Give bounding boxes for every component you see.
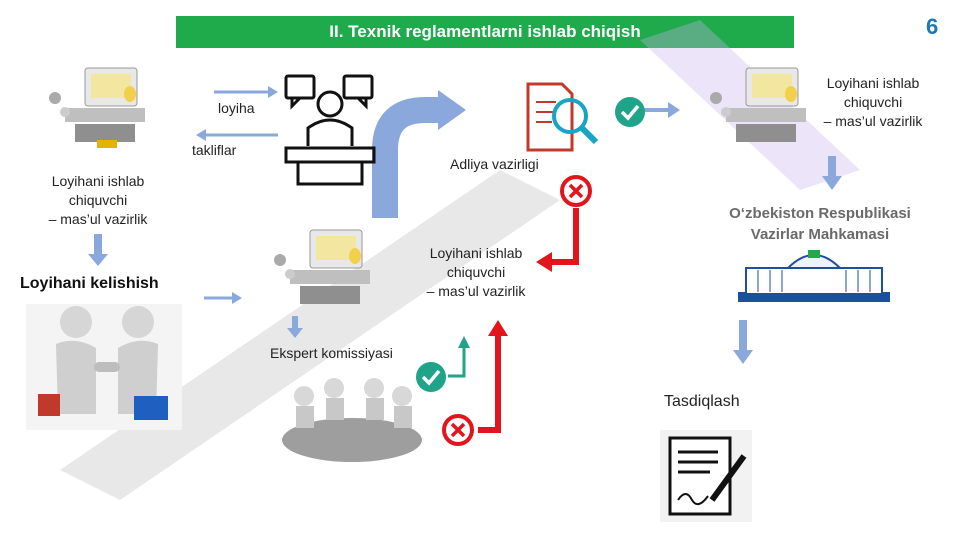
- cross-circle-icon: [442, 414, 474, 446]
- ministry-label-right: Loyihani ishlab chiquvchi – mas’ul vazir…: [823, 75, 923, 129]
- check-circle-icon: [416, 362, 446, 392]
- takliflar-label: takliflar: [192, 142, 237, 158]
- computer-workstation-icon: [710, 67, 806, 142]
- signed-document-icon: [660, 430, 752, 522]
- page-number: 6: [926, 14, 939, 39]
- arrow-takliflar: [196, 129, 278, 141]
- government-label: O‘zbekiston Respublikasi Vazirlar Mahkam…: [729, 205, 911, 243]
- ministry-label-center: Loyihani ishlab chiquvchi – mas’ul vazir…: [426, 245, 526, 299]
- arrow-to-ministry: [640, 102, 680, 118]
- loyiha-label: loyiha: [218, 100, 255, 116]
- arrow-to-expert: [204, 292, 242, 304]
- arrow-expert-down: [287, 316, 303, 338]
- ekspert-label: Ekspert komissiyasi: [270, 345, 393, 361]
- document-search-icon: [526, 82, 599, 152]
- page-title-bar: II. Texnik reglamentlarni ishlab chiqish: [176, 16, 794, 48]
- arrow-left-down: [88, 234, 108, 266]
- check-circle-icon: [615, 97, 645, 127]
- computer-workstation-icon: [49, 67, 145, 148]
- reject-path-top: [536, 208, 579, 272]
- government-building-icon: [738, 250, 890, 302]
- adliya-label: Adliya vazirligi: [450, 156, 539, 172]
- handshake-icon: [26, 304, 182, 430]
- arrow-right-down: [822, 156, 842, 190]
- reject-path-bottom: [478, 320, 508, 433]
- meeting-speaker-icon: [284, 74, 376, 186]
- arrow-loyiha: [214, 86, 278, 98]
- cross-circle-icon: [560, 175, 592, 207]
- tasdiqlash-label: Tasdiqlash: [664, 393, 740, 410]
- kelishish-heading: Loyihani kelishish: [20, 275, 159, 292]
- page-title: II. Texnik reglamentlarni ishlab chiqish: [329, 22, 641, 41]
- group-meeting-icon: [282, 378, 422, 462]
- ministry-label-left: Loyihani ishlab chiquvchi – mas’ul vazir…: [48, 173, 148, 227]
- arrow-gov-down: [733, 320, 753, 364]
- computer-workstation-icon: [274, 229, 370, 304]
- approve-path: [448, 336, 470, 378]
- curved-arrow: [372, 90, 466, 218]
